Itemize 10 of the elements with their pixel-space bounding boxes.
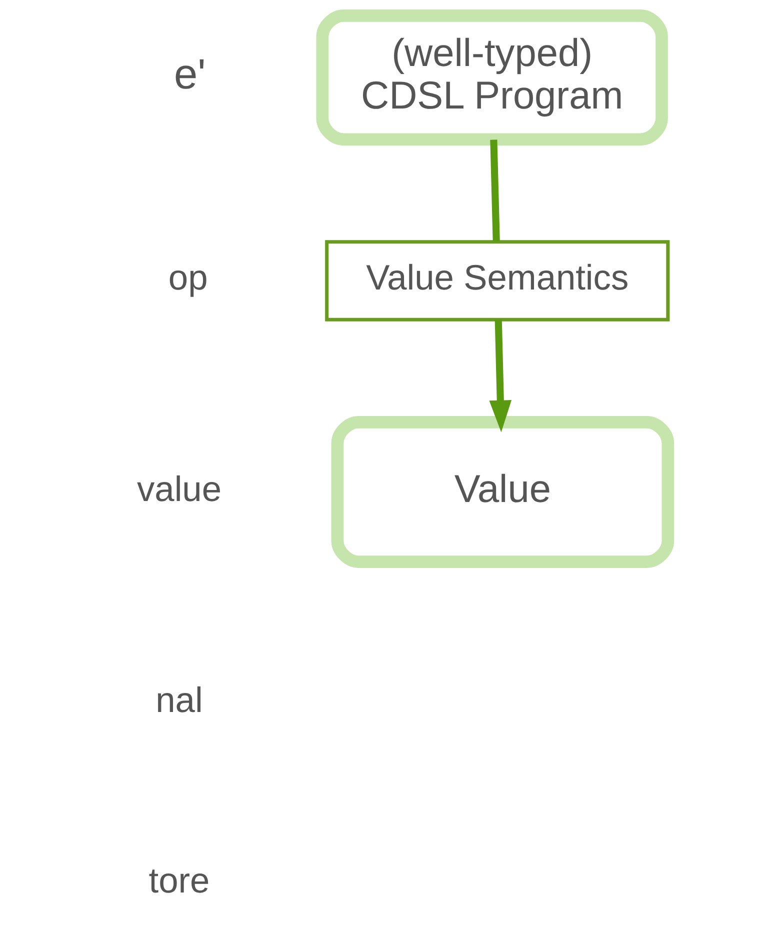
node-box: (well-typed) CDSL Program (316, 9, 668, 146)
label: value (137, 470, 222, 509)
label: op (168, 258, 208, 298)
label: tore (148, 861, 210, 900)
label: nal (156, 681, 203, 720)
arrow (489, 320, 512, 432)
label: e' (174, 50, 206, 98)
connector (490, 140, 500, 242)
node-box: Value Semantics (325, 240, 670, 322)
node-box: Value (331, 416, 674, 568)
